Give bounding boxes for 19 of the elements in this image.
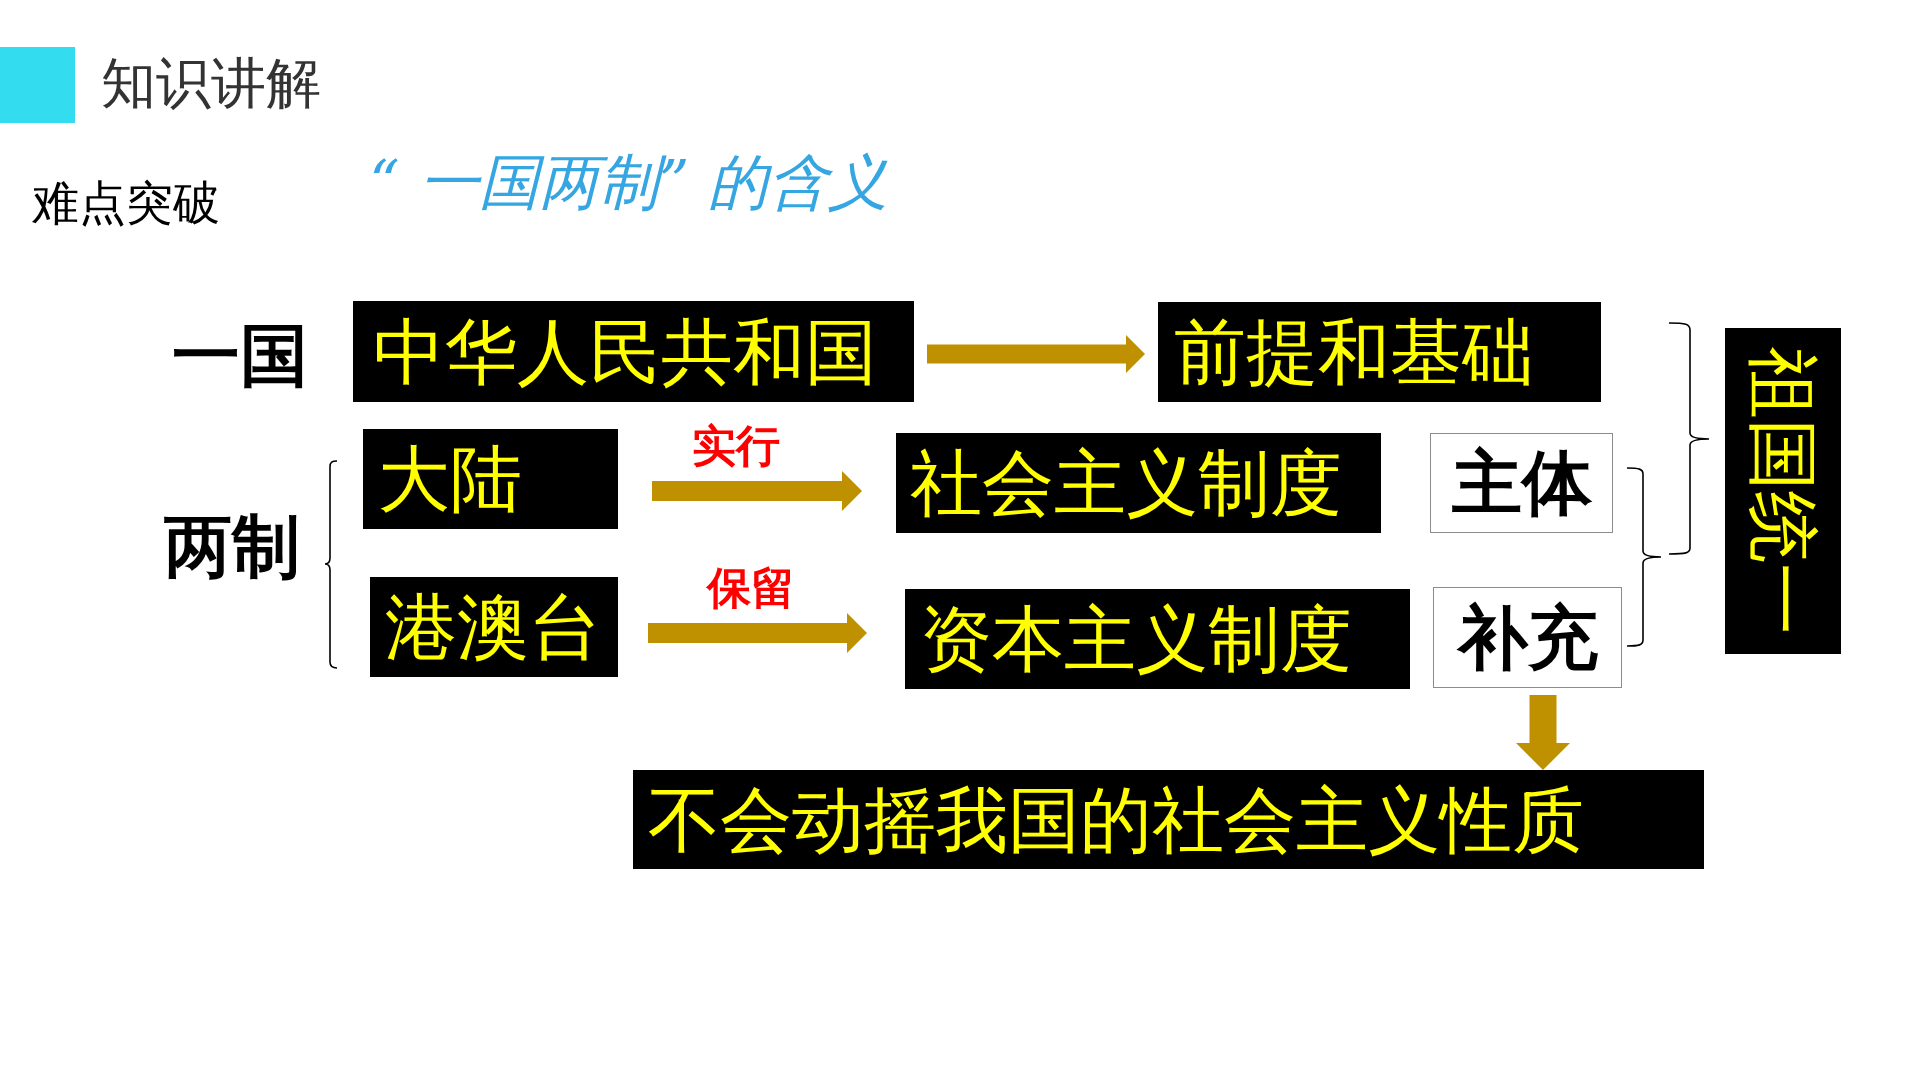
- row-heading: 两制: [164, 513, 300, 581]
- term-box: 前提和基础: [1158, 302, 1601, 402]
- arrow: [927, 335, 1145, 373]
- arrow: [1516, 695, 1570, 770]
- keyword-box: 补充: [1433, 587, 1622, 688]
- keyword-box: 主体: [1430, 433, 1613, 533]
- term-box: 港澳台: [370, 577, 618, 677]
- title: “ 一国两制” 的含义: [369, 152, 889, 212]
- arrow: [648, 613, 867, 653]
- subheading: 难点突破: [32, 179, 220, 226]
- term-box: 中华人民共和国: [353, 301, 914, 402]
- term-box: 不会动摇我国的社会主义性质: [633, 770, 1704, 869]
- term-box: 社会主义制度: [896, 433, 1381, 533]
- section-heading: 知识讲解: [101, 56, 321, 111]
- term-box: 资本主义制度: [905, 589, 1410, 689]
- arrow: [652, 471, 862, 511]
- term-box: 大陆: [363, 429, 618, 529]
- row-heading: 一国: [172, 322, 308, 390]
- vertical-term-box: 祖国统一: [1725, 328, 1841, 654]
